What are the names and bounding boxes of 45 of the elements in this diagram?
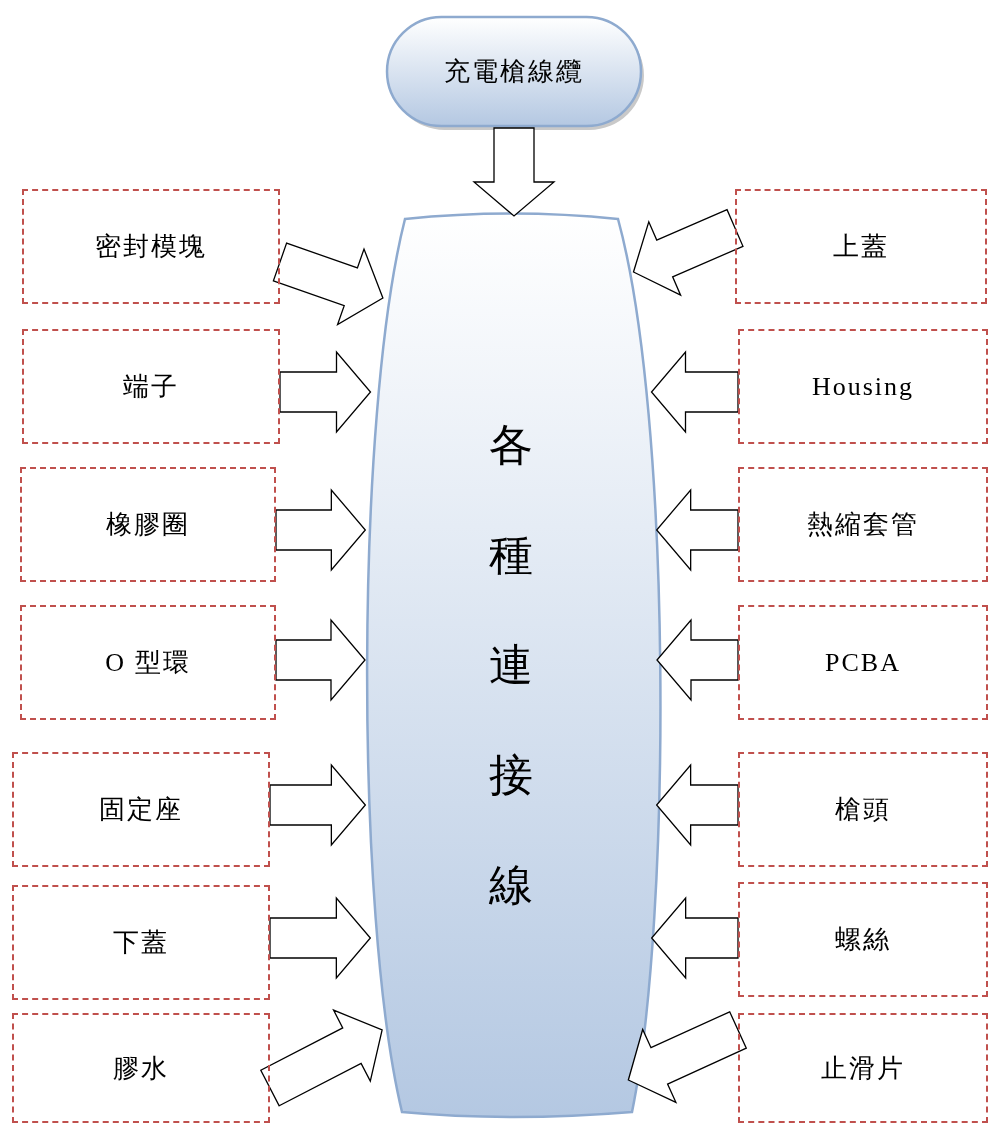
dashed-box [738, 329, 988, 444]
dashed-box [12, 1013, 270, 1123]
dashed-box [12, 752, 270, 867]
dashed-box [735, 189, 987, 304]
node-label: 充電槍線纜 [444, 56, 584, 88]
block-arrow [655, 763, 739, 847]
dashed-box [22, 189, 280, 304]
node-label: 固定座 [99, 794, 183, 826]
block-arrow [472, 127, 556, 217]
block-arrow [275, 618, 366, 702]
block-arrow [259, 1008, 383, 1107]
dashed-box [22, 329, 280, 444]
block-arrow [632, 208, 744, 297]
dashed-box [738, 752, 988, 867]
block-arrow [655, 488, 739, 572]
block-arrow [279, 350, 372, 434]
dashed-box [738, 882, 988, 997]
dashed-box [20, 467, 276, 582]
block-arrow [269, 896, 372, 980]
node-label: 橡膠圈 [106, 509, 190, 541]
node-label: 膠水 [113, 1052, 169, 1085]
dashed-box [738, 467, 988, 582]
block-arrow [275, 488, 367, 572]
vertical-label: 各種連接線 [489, 420, 533, 912]
node-label: 端子 [123, 371, 179, 403]
dashed-box [12, 885, 270, 1000]
node-label: PCBA [825, 647, 901, 678]
node-label: O 型環 [105, 647, 191, 679]
node-label: 密封模塊 [95, 231, 207, 263]
node-label: 螺絲 [835, 924, 891, 956]
block-arrow [272, 242, 384, 326]
block-arrow [650, 896, 739, 980]
dashed-box [20, 605, 276, 720]
node-label: 止滑片 [821, 1052, 905, 1085]
block-arrow [269, 763, 367, 847]
block-arrow [656, 618, 739, 702]
node-label: 熱縮套管 [807, 509, 919, 541]
block-arrow [650, 350, 739, 434]
node-label: 上蓋 [833, 231, 889, 263]
node-label: 下蓋 [113, 927, 169, 959]
dashed-box [738, 605, 988, 720]
block-arrow [627, 1010, 748, 1104]
dashed-box [738, 1013, 988, 1123]
node-label: 槍頭 [835, 794, 891, 826]
node-label: Housing [811, 371, 915, 402]
